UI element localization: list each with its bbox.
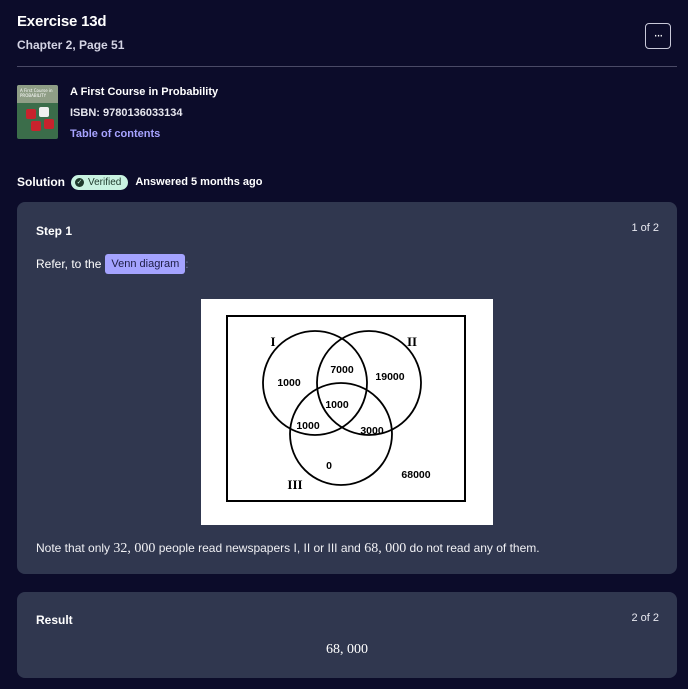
region-outside: 68000 [401, 469, 430, 481]
more-options-button[interactable]: ··· [645, 23, 671, 49]
region-I-and-II: 7000 [330, 364, 354, 376]
region-only-I: 1000 [277, 377, 301, 389]
set-I-circle [262, 330, 368, 436]
set-III-circle [289, 382, 393, 486]
set-III-label: III [287, 477, 302, 492]
step-text: Refer, to the Venn diagram : [36, 254, 189, 274]
venn-diagram-link[interactable]: Venn diagram [105, 254, 186, 274]
note-part-2: people read newspapers I, II or III and [155, 541, 365, 555]
region-only-II: 19000 [375, 371, 404, 383]
region-I-and-III: 1000 [296, 420, 320, 432]
result-card: Result 2 of 2 68, 000 [17, 592, 677, 678]
table-of-contents-link[interactable]: Table of contents [70, 128, 161, 140]
step-counter: 1 of 2 [631, 222, 659, 234]
set-II-circle [316, 330, 422, 436]
exercise-title: Exercise 13d [17, 13, 107, 30]
result-counter: 2 of 2 [631, 612, 659, 624]
venn-diagram-figure: I II III 1000 7000 19000 1000 1000 3000 … [201, 299, 493, 525]
die-icon [39, 107, 49, 117]
header-divider [17, 66, 677, 67]
refer-text: Refer, to the [36, 257, 102, 271]
verified-label: Verified [88, 176, 122, 188]
die-icon [31, 121, 41, 131]
universe-rectangle [226, 315, 466, 502]
note-part-1: Note that only [36, 541, 114, 555]
solution-label: Solution [17, 175, 65, 189]
region-II-and-III: 3000 [360, 425, 384, 437]
book-isbn: ISBN: 9780136033134 [70, 107, 183, 119]
note-part-3: do not read any of them. [406, 541, 540, 555]
result-value: 68, 000 [326, 642, 368, 657]
step-1-card: Step 1 1 of 2 Refer, to the Venn diagram… [17, 202, 677, 574]
note-value-1: 32, 000 [113, 541, 156, 556]
refer-tail: : [185, 257, 189, 271]
set-I-label: I [270, 334, 275, 349]
solution-header: Solution ✓ Verified Answered 5 months ag… [17, 174, 263, 190]
book-cover-image[interactable]: A First Course in PROBABILITY [17, 85, 58, 139]
chapter-page-subtitle: Chapter 2, Page 51 [17, 38, 125, 52]
check-icon: ✓ [75, 177, 84, 187]
book-title[interactable]: A First Course in Probability [70, 86, 219, 98]
answered-timestamp: Answered 5 months ago [135, 176, 263, 188]
region-I-II-III: 1000 [325, 399, 349, 411]
verified-badge: ✓ Verified [71, 174, 129, 190]
die-icon [26, 109, 36, 119]
set-II-label: II [407, 334, 417, 349]
step-label: Step 1 [36, 224, 73, 238]
result-label: Result [36, 613, 73, 627]
note-value-2: 68, 000 [364, 541, 407, 556]
die-icon [44, 119, 54, 129]
book-cover-text: A First Course in PROBABILITY [20, 88, 53, 98]
region-only-III: 0 [326, 460, 332, 472]
venn-diagram: I II III 1000 7000 19000 1000 1000 3000 … [226, 315, 466, 502]
step-explanation: Note that only 32, 000 people read newsp… [36, 541, 540, 557]
